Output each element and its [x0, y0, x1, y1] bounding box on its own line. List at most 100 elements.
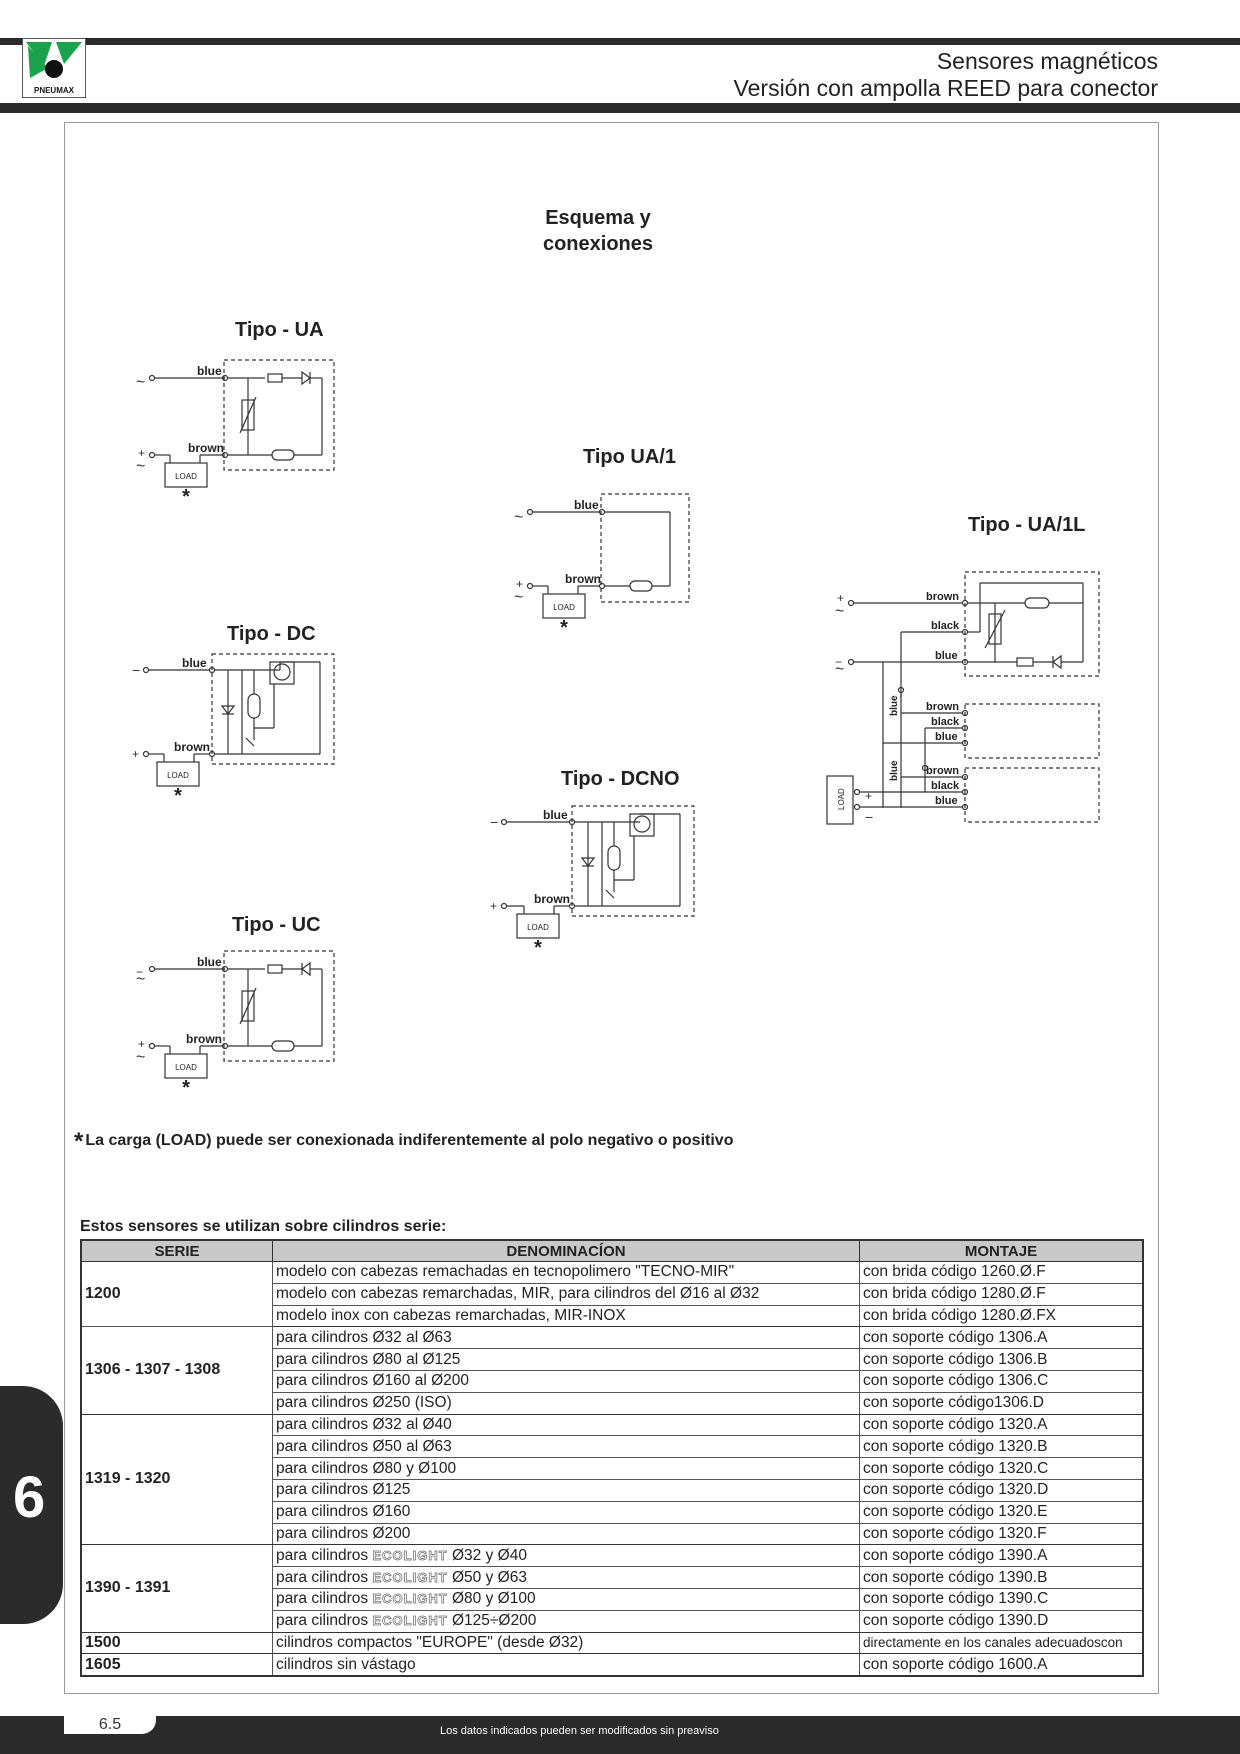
montaje-cell: con soporte código 1390.B — [859, 1566, 1144, 1589]
svg-text:~: ~ — [136, 1049, 145, 1066]
wire-label-blue: blue — [543, 808, 568, 822]
svg-text:~: ~ — [514, 589, 523, 606]
load-label: LOAD — [553, 603, 575, 612]
diagram-title-ua: Tipo - UA — [235, 319, 324, 341]
wire-label-black-3: black — [931, 780, 960, 792]
table-row: 1605 cilindros sin vástago con soporte c… — [80, 1653, 1144, 1677]
montaje-cell: con brida código 1280.Ø.FX — [859, 1304, 1144, 1328]
table-row: para cilindros Ø250 (ISO) con soporte có… — [81, 1391, 1144, 1415]
svg-text:~: ~ — [136, 374, 145, 391]
col-header-denominacion: DENOMINACÍON — [272, 1239, 860, 1262]
denominacion-cell: para cilindros ECOLIGHT Ø32 y Ø40 — [272, 1544, 860, 1568]
ecolight-logo: ECOLIGHT — [372, 1613, 448, 1629]
montaje-cell: con soporte código 1320.C — [859, 1457, 1144, 1480]
svg-text:~: ~ — [514, 509, 523, 526]
denominacion-cell: para cilindros Ø125 — [272, 1478, 860, 1502]
den-prefix: para cilindros — [276, 1612, 369, 1630]
serie-cell: 1500 — [80, 1631, 273, 1655]
montaje-cell: con soporte código 1306.B — [859, 1348, 1144, 1371]
serie-cell: 1390 - 1391 — [80, 1544, 273, 1633]
wire-label-brown: brown — [186, 1032, 222, 1046]
ecolight-logo: ECOLIGHT — [372, 1569, 448, 1585]
ecolight-logo: ECOLIGHT — [372, 1547, 448, 1563]
den-suffix: Ø32 y Ø40 — [451, 1546, 527, 1564]
content-frame — [64, 122, 1159, 1694]
montaje-cell: con soporte código 1600.A — [859, 1653, 1144, 1677]
montaje-cell: con soporte código 1306.C — [859, 1369, 1144, 1393]
series-table: SERIE DENOMINACÍON MONTAJE 1200 modelo c… — [80, 1239, 1144, 1678]
diagram-title-dcno: Tipo - DCNO — [561, 768, 680, 790]
ecolight-logo: ECOLIGHT — [372, 1591, 448, 1607]
svg-text:−: − — [132, 662, 140, 678]
denominacion-cell: para cilindros Ø200 — [272, 1522, 860, 1546]
svg-text:+: + — [138, 1037, 145, 1051]
wiring-diagram-ua1l: + ~ − ~ + − brown black blue brown black… — [826, 571, 1100, 825]
diagram-title-ua1l: Tipo - UA/1L — [968, 514, 1086, 536]
load-star: * — [560, 617, 568, 639]
svg-text:+: + — [132, 747, 139, 761]
montaje-cell: con soporte código 1390.C — [859, 1587, 1144, 1611]
montaje-cell: con soporte código 1320.A — [859, 1413, 1144, 1437]
table-row: 1500 cilindros compactos "EUROPE" (desde… — [80, 1631, 1144, 1655]
denominacion-cell: para cilindros Ø250 (ISO) — [272, 1391, 860, 1415]
den-prefix: para cilindros — [276, 1568, 369, 1586]
table-header-row: SERIE DENOMINACÍON MONTAJE — [80, 1239, 1144, 1262]
load-label: LOAD — [837, 788, 846, 810]
svg-text:~: ~ — [835, 661, 844, 678]
denominacion-cell: cilindros sin vástago — [272, 1653, 860, 1677]
svg-text:+: + — [837, 591, 844, 605]
montaje-cell: con soporte código1306.D — [859, 1391, 1144, 1415]
den-suffix: Ø80 y Ø100 — [451, 1590, 536, 1608]
table-row: 1200 modelo con cabezas remachadas en te… — [80, 1260, 1144, 1328]
page-number: 6.5 — [64, 1712, 156, 1734]
wire-label-brown: brown — [534, 892, 570, 906]
montaje-cell: con brida código 1260.Ø.F — [859, 1261, 1144, 1284]
montaje-cell: con soporte código 1390.A — [859, 1544, 1144, 1568]
denominacion-cell: para cilindros Ø160 al Ø200 — [272, 1369, 860, 1393]
wire-label-blue: blue — [197, 364, 222, 378]
wire-label-blue-3: blue — [935, 795, 958, 807]
den-suffix: Ø125÷Ø200 — [451, 1612, 537, 1630]
montaje-cell: con soporte código 1320.E — [859, 1500, 1144, 1524]
header-top-bar — [0, 38, 1240, 45]
note-text: La carga (LOAD) puede ser conexionada in… — [85, 1132, 734, 1149]
wire-label-blue-vertical: blue — [889, 695, 900, 716]
den-prefix: para cilindros — [276, 1590, 369, 1608]
wire-label-brown: brown — [926, 591, 959, 603]
wire-label-brown-3: brown — [926, 765, 959, 777]
svg-text:+: + — [138, 446, 145, 460]
denominacion-cell: para cilindros Ø32 al Ø40 — [272, 1413, 860, 1437]
table-row: para cilindros ECOLIGHT Ø80 y Ø100 con s… — [81, 1587, 1144, 1611]
load-star: * — [174, 785, 182, 807]
table-row: para cilindros ECOLIGHT Ø125÷Ø200 con so… — [81, 1609, 1144, 1633]
wire-label-brown-2: brown — [926, 701, 959, 713]
montaje-cell: directamente en los canales adecuadoscon — [859, 1631, 1144, 1655]
diagram-title-ua1: Tipo UA/1 — [583, 446, 676, 468]
wiring-diagram-dcno: − + blue brown LOAD * — [490, 805, 695, 959]
footer-disclaimer: Los datos indicados pueden ser modificad… — [440, 1725, 719, 1737]
chapter-tab: 6 — [0, 1386, 63, 1624]
denominacion-cell: modelo inox con cabezas remarchadas, MIR… — [272, 1304, 860, 1328]
table-row: 1390 - 1391 para cilindros ECOLIGHT Ø32 … — [80, 1544, 1144, 1633]
denominacion-cell: modelo con cabezas remachadas en tecnopo… — [272, 1261, 860, 1284]
wire-label-brown: brown — [188, 441, 224, 455]
wire-label-blue-vertical-2: blue — [889, 760, 900, 781]
table-row: para cilindros Ø160 con soporte código 1… — [81, 1500, 1144, 1524]
serie-cell: 1306 - 1307 - 1308 — [80, 1326, 273, 1415]
table-row: para cilindros Ø160 al Ø200 con soporte … — [81, 1369, 1144, 1393]
denominacion-cell: modelo con cabezas remarchadas, MIR, par… — [272, 1282, 860, 1306]
svg-text:+: + — [516, 577, 523, 591]
serie-cell: 1605 — [80, 1653, 273, 1677]
header-title-line1: Sensores magnéticos — [936, 48, 1158, 74]
denominacion-cell: para cilindros Ø32 al Ø63 — [272, 1326, 860, 1350]
svg-text:+: + — [865, 789, 872, 803]
wire-label-blue: blue — [182, 656, 207, 670]
svg-text:~: ~ — [136, 458, 145, 475]
load-label: LOAD — [175, 472, 197, 481]
denominacion-cell: para cilindros Ø80 y Ø100 — [272, 1457, 860, 1480]
svg-text:+: + — [490, 899, 497, 913]
montaje-cell: con soporte código 1306.A — [859, 1326, 1144, 1350]
section-title-line1: Esquema y — [545, 207, 651, 229]
montaje-cell: con soporte código 1390.D — [859, 1609, 1144, 1633]
header-bottom-bar — [0, 103, 1240, 113]
